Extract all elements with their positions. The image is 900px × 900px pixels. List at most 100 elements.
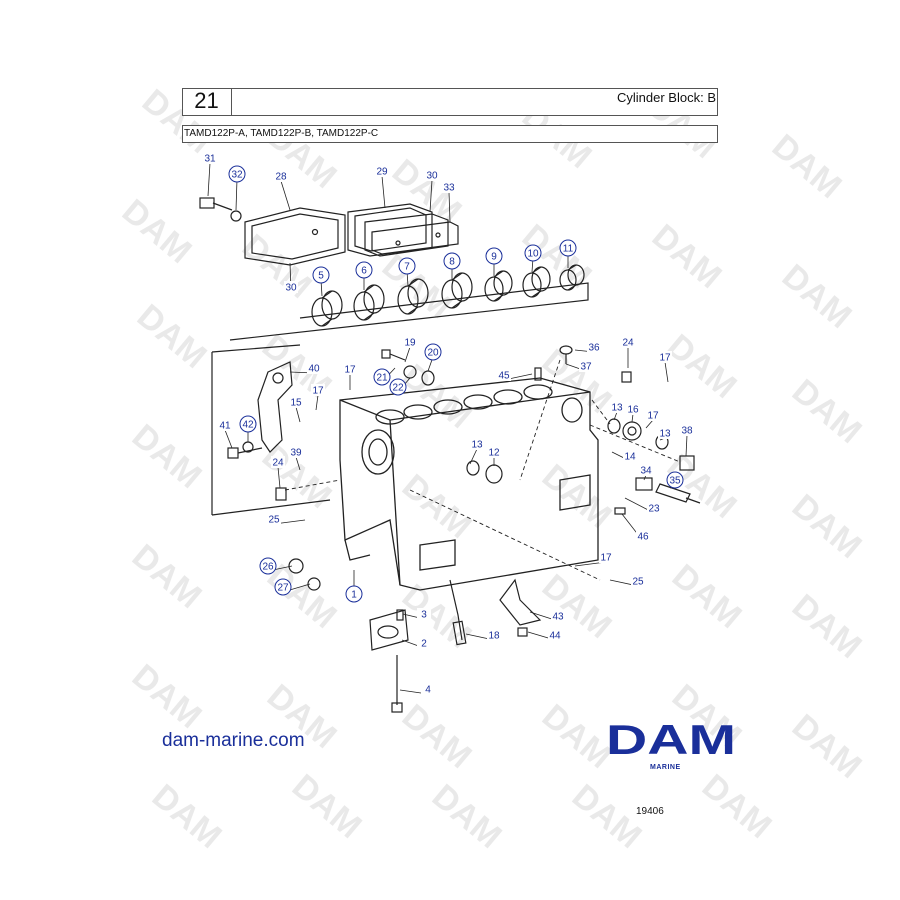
callout-circle bbox=[424, 343, 442, 361]
callout-bg bbox=[680, 424, 694, 436]
callout-37: 37 bbox=[565, 360, 593, 373]
callout-label: 32 bbox=[231, 170, 243, 181]
gasket-30 bbox=[364, 213, 449, 257]
callout-13: 13 bbox=[658, 427, 672, 441]
leader-line bbox=[235, 178, 238, 211]
callout-24: 24 bbox=[621, 336, 635, 368]
callout-label: 29 bbox=[376, 167, 388, 178]
callout-41: 41 bbox=[218, 419, 233, 449]
leader-line bbox=[448, 191, 451, 223]
callout-circle bbox=[274, 578, 292, 596]
shell-6 bbox=[353, 284, 385, 321]
callout-label: 20 bbox=[427, 348, 439, 359]
callout-label: 35 bbox=[669, 476, 681, 487]
callout-circle bbox=[443, 252, 461, 270]
callout-23: 23 bbox=[624, 497, 661, 515]
callout-label: 46 bbox=[637, 532, 649, 543]
callout-6: 6 bbox=[355, 261, 373, 290]
callout-label: 5 bbox=[318, 271, 324, 282]
callout-36: 36 bbox=[574, 341, 601, 354]
callout-label: 42 bbox=[242, 420, 254, 431]
sleeve-24-right bbox=[621, 371, 632, 383]
callout-bg bbox=[636, 530, 650, 542]
shell-11 bbox=[559, 264, 585, 291]
callout-5: 5 bbox=[312, 266, 330, 297]
callout-label: 12 bbox=[488, 448, 500, 459]
callout-label: 3 bbox=[421, 610, 427, 621]
page-title: Cylinder Block: B bbox=[617, 90, 716, 105]
footer-website-link[interactable]: dam-marine.com bbox=[162, 730, 305, 751]
callout-45: 45 bbox=[497, 369, 533, 382]
callout-13: 13 bbox=[610, 401, 624, 421]
sensor-35 bbox=[655, 483, 701, 504]
callout-label: 27 bbox=[277, 583, 289, 594]
callout-label: 26 bbox=[262, 562, 274, 573]
callout-39: 39 bbox=[289, 446, 303, 471]
callout-4: 4 bbox=[399, 683, 435, 696]
page-number-frame bbox=[182, 88, 232, 116]
callout-label: 17 bbox=[647, 411, 659, 422]
leader-line bbox=[613, 411, 618, 421]
shell-10 bbox=[522, 266, 551, 298]
callout-25: 25 bbox=[609, 575, 645, 588]
callout-bg bbox=[647, 502, 661, 514]
leader-line bbox=[429, 179, 433, 213]
guide-lines bbox=[284, 359, 681, 581]
bolt-41 bbox=[227, 447, 263, 459]
callout-label: 39 bbox=[290, 448, 302, 459]
callout-circle bbox=[389, 378, 407, 396]
plug-36 bbox=[559, 345, 573, 364]
plug-12 bbox=[485, 464, 503, 484]
callout-bg bbox=[203, 152, 217, 164]
dowel-3 bbox=[396, 609, 404, 621]
callout-circle bbox=[559, 239, 577, 257]
callout-3: 3 bbox=[402, 608, 431, 621]
svg-text:DAM: DAM bbox=[606, 720, 736, 763]
callout-circle bbox=[239, 415, 257, 433]
callout-bg bbox=[599, 551, 613, 563]
shell-8 bbox=[441, 272, 473, 309]
callout-bg bbox=[579, 360, 593, 372]
bearing-shells bbox=[311, 264, 585, 327]
callout-bg bbox=[267, 513, 281, 525]
leader-line bbox=[685, 434, 688, 457]
nozzle-43 bbox=[499, 578, 542, 626]
logo-subtitle: MARINE bbox=[650, 764, 681, 771]
callout-28: 28 bbox=[274, 170, 291, 211]
callout-label: 17 bbox=[659, 353, 671, 364]
callout-35: 35 bbox=[666, 471, 684, 489]
cylinder-block bbox=[339, 377, 599, 591]
callout-label: 28 bbox=[275, 172, 287, 183]
callout-bg bbox=[417, 637, 431, 649]
callout-34: 34 bbox=[639, 464, 653, 481]
callout-circle bbox=[485, 247, 503, 265]
callout-circle bbox=[312, 266, 330, 284]
callout-43: 43 bbox=[529, 610, 565, 623]
callout-2: 2 bbox=[401, 637, 431, 650]
fitting-34 bbox=[635, 477, 653, 491]
callout-25: 25 bbox=[267, 513, 306, 526]
nipple-22 bbox=[403, 365, 417, 379]
callout-14: 14 bbox=[611, 450, 637, 463]
callout-bg bbox=[658, 351, 672, 363]
leader-line bbox=[277, 466, 281, 489]
callout-38: 38 bbox=[680, 424, 694, 457]
callout-label: 25 bbox=[268, 515, 280, 526]
callout-label: 19 bbox=[404, 338, 416, 349]
callout-bg bbox=[218, 419, 232, 431]
header-frame bbox=[182, 88, 718, 116]
leader-line bbox=[404, 346, 411, 363]
callout-bg bbox=[470, 438, 484, 450]
callout-label: 17 bbox=[600, 553, 612, 564]
callout-label: 17 bbox=[312, 386, 324, 397]
callout-bg bbox=[421, 683, 435, 695]
callout-17: 17 bbox=[574, 551, 613, 567]
callout-13: 13 bbox=[469, 438, 484, 465]
callout-label: 24 bbox=[622, 338, 634, 349]
sleeve-24-left bbox=[275, 487, 287, 501]
callout-label: 10 bbox=[527, 249, 539, 260]
callout-label: 24 bbox=[272, 458, 284, 469]
callout-31: 31 bbox=[203, 152, 217, 197]
